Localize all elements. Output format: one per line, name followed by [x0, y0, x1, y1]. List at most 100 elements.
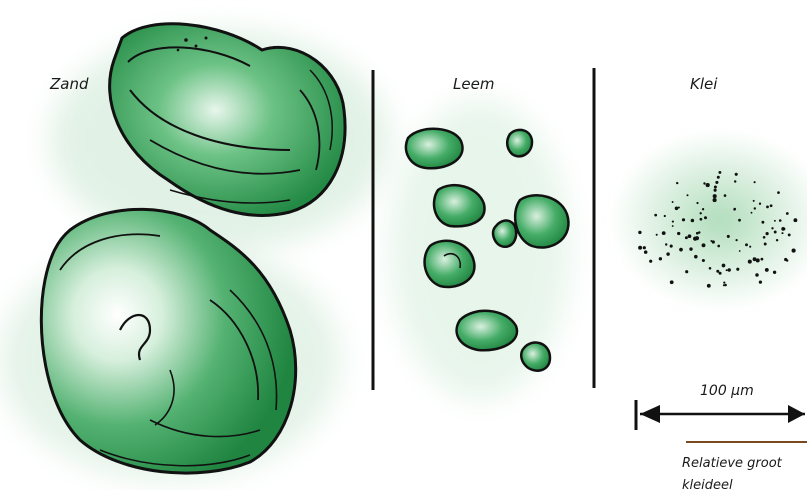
clay-dot	[665, 243, 667, 245]
clay-dot	[735, 239, 737, 241]
clay-dot	[759, 280, 762, 283]
clay-dot	[696, 232, 699, 235]
clay-dot	[793, 218, 797, 222]
clay-dot	[677, 232, 680, 235]
clay-dot	[676, 182, 678, 184]
clay-dot	[685, 270, 688, 273]
clay-dot	[685, 236, 688, 239]
clay-dot	[706, 183, 710, 187]
clay-dot	[786, 259, 788, 261]
clay-dot	[766, 232, 769, 235]
clay-dot	[644, 250, 648, 254]
clay-dot	[774, 231, 777, 234]
clay-dot	[754, 181, 756, 183]
clay-dot	[682, 218, 685, 221]
clay-dot	[764, 243, 767, 246]
clay-dot	[724, 284, 727, 287]
clay-dot	[707, 284, 711, 288]
clay-dot	[675, 206, 679, 210]
clay-dot	[670, 280, 674, 284]
clay-dot	[664, 215, 666, 217]
clay-dot	[753, 257, 757, 261]
clay-dot	[716, 270, 719, 273]
label-silt: Leem	[453, 75, 494, 93]
clay-dot	[771, 227, 773, 229]
clay-dot	[679, 248, 683, 252]
clay-dot	[717, 176, 720, 179]
clay-dot	[704, 216, 707, 219]
clay-dot	[755, 273, 758, 276]
clay-dot	[759, 203, 761, 205]
clay-dot	[696, 202, 698, 204]
clay-dot	[691, 219, 695, 223]
clay-dot	[745, 243, 748, 246]
clay-dot	[678, 207, 680, 209]
clay-dot	[734, 180, 736, 182]
clay-dot	[751, 212, 753, 214]
clay-dot	[761, 258, 764, 261]
clay-dot	[643, 246, 646, 249]
clay-dot	[713, 194, 717, 198]
clay-dot	[672, 225, 674, 227]
sand-grain-icon	[41, 209, 295, 473]
clay-dot	[792, 249, 796, 253]
clay-dot	[723, 282, 725, 284]
clay-dot	[763, 236, 766, 239]
clay-dot	[694, 255, 698, 259]
label-clay: Klei	[690, 75, 717, 93]
clay-dot	[702, 208, 704, 210]
clay-dot	[688, 234, 692, 238]
clay-dot	[765, 268, 769, 272]
clay-dot	[713, 198, 717, 202]
clay-dot	[686, 194, 688, 196]
clay-dot	[656, 234, 658, 236]
clay-dot	[788, 233, 791, 236]
clay-dot	[774, 220, 776, 222]
clay-dot	[781, 232, 783, 234]
clay-dot	[649, 260, 652, 263]
clay-dot	[739, 250, 741, 252]
clay-dot	[670, 245, 673, 248]
clay-dot	[715, 181, 718, 184]
clay-dot	[689, 247, 692, 250]
clay-dot	[714, 185, 717, 188]
clay-dot	[702, 259, 705, 262]
clay-dot	[724, 194, 727, 197]
clay-dot	[733, 208, 736, 211]
clay-dot	[638, 246, 642, 250]
clay-dot	[735, 173, 738, 176]
clay-dot	[710, 240, 712, 242]
clay-dot	[722, 264, 726, 268]
caption-line-2: kleideel	[682, 478, 733, 493]
clay-dot	[766, 205, 769, 208]
clay-dot	[638, 231, 641, 234]
clay-dot	[773, 271, 776, 274]
scale-label: 100 µm	[700, 383, 754, 399]
clay-dot	[703, 182, 705, 184]
clay-dot	[754, 207, 756, 209]
clay-dot	[702, 243, 706, 247]
clay-dot	[777, 191, 780, 194]
clay-dot	[727, 235, 730, 238]
clay-dot	[786, 212, 789, 215]
clay-dot	[770, 204, 773, 207]
clay-dot	[779, 219, 782, 222]
clay-dot	[695, 236, 699, 240]
clay-dot	[700, 212, 702, 214]
clay-dot	[700, 218, 703, 221]
scale-arrow-icon	[636, 400, 805, 430]
clay-dot	[753, 200, 755, 202]
caption-line-1: Relatieve groot	[682, 456, 782, 471]
clay-dot	[776, 239, 778, 241]
clay-dot	[761, 221, 764, 224]
clay-dot	[717, 245, 720, 248]
clay-dot	[654, 214, 657, 217]
clay-dot	[738, 219, 741, 222]
clay-dot	[749, 246, 751, 248]
clay-dot	[736, 268, 739, 271]
label-sand: Zand	[50, 75, 89, 93]
clay-dot	[662, 231, 666, 235]
clay-dot	[659, 257, 662, 260]
